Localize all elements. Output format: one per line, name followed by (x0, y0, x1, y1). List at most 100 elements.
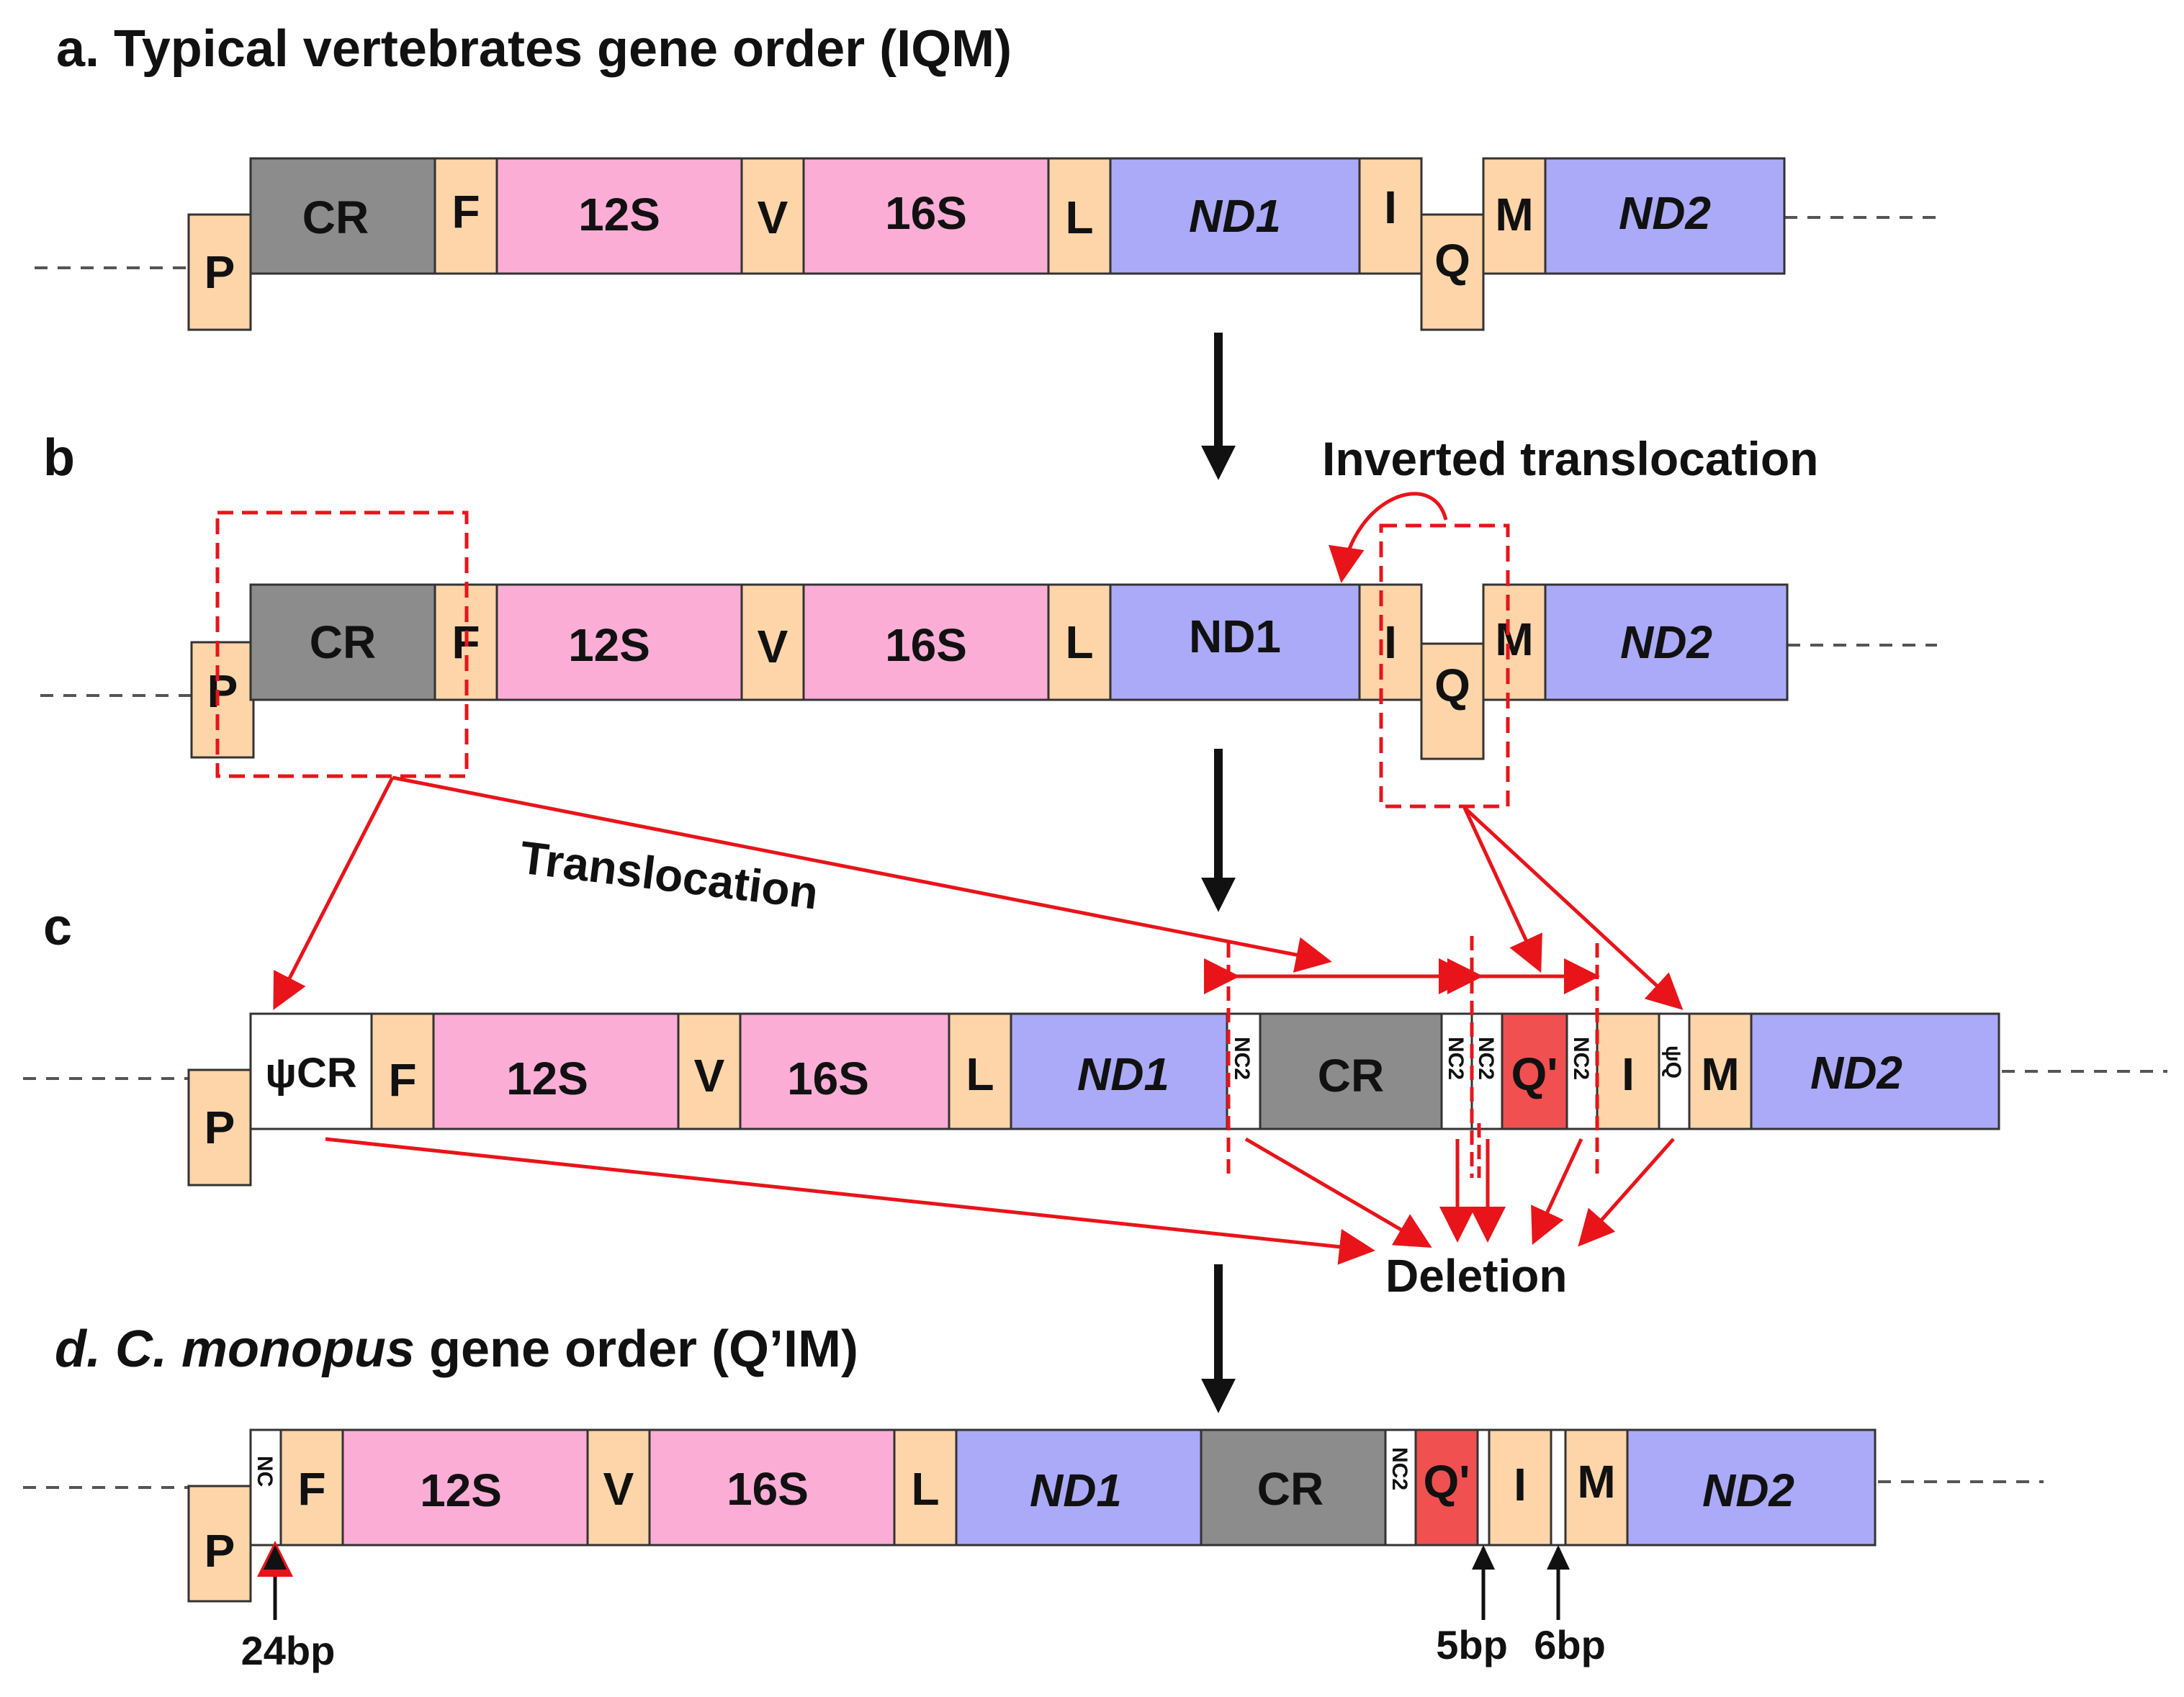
gene-label: F (451, 186, 480, 238)
deletion-arrow (325, 1137, 1375, 1265)
gene-label: P (207, 665, 238, 717)
gene-label-vertical: NC2 (1230, 1037, 1254, 1080)
gene-16S (739, 1012, 951, 1130)
gene-label-vertical: ψQ (1661, 1045, 1685, 1079)
gene-label: ND2 (1702, 1464, 1794, 1516)
gene-16S (802, 583, 1050, 701)
gene-L (948, 1012, 1012, 1130)
gene-label: Q (1434, 660, 1470, 711)
gene-label: L (911, 1463, 939, 1515)
gap-5bp (1476, 1428, 1491, 1547)
gene-L (1047, 583, 1112, 701)
gene-label: ND1 (1030, 1464, 1122, 1516)
panel-d-title: d. C. monopus gene order (Q’IM) (55, 1320, 858, 1378)
gene-label: I (1384, 616, 1397, 668)
deletion-arrow (1531, 1138, 1583, 1246)
gene-label: I (1384, 181, 1397, 233)
gene-label: M (1701, 1048, 1739, 1100)
gene-I (1596, 1012, 1661, 1130)
arrow-head (264, 1545, 287, 1570)
gene-label: 16S (727, 1463, 809, 1515)
gene-label: 16S (885, 619, 967, 671)
gene-label-vertical: NC (253, 1456, 277, 1487)
gene-label: 12S (578, 189, 660, 240)
gene-CR (1259, 1012, 1443, 1130)
gene-ND2 (1626, 1428, 1877, 1547)
gene-I (1488, 1428, 1552, 1547)
gene-label: L (1065, 192, 1093, 243)
gene-label: CR (1318, 1050, 1384, 1102)
gene-label: 16S (787, 1053, 869, 1104)
translocation-label: Translocation (517, 831, 821, 919)
gene-label: P (205, 1102, 235, 1153)
gene-V (586, 1428, 651, 1547)
gap-6bp (1550, 1428, 1567, 1547)
gene-label: CR (302, 192, 369, 243)
deletion-arrow (1244, 1137, 1432, 1248)
gene-NC2 (1226, 1012, 1262, 1130)
gene-label: Q' (1424, 1456, 1470, 1508)
gene-NC2 (1384, 1428, 1417, 1547)
gene-V (740, 583, 805, 701)
translocation-arrow (392, 775, 1332, 973)
gene-label: ND1 (1189, 190, 1281, 242)
gene-P (190, 641, 255, 759)
gene-12S (495, 583, 743, 701)
gene-12S (432, 1012, 680, 1130)
arrow-head (1547, 1545, 1570, 1570)
gene-label: ND1 (1189, 611, 1281, 662)
gene-ND1 (1109, 583, 1361, 701)
gene-ND2 (1750, 1012, 2000, 1130)
gene-ND2 (1544, 157, 1786, 275)
gene-I (1358, 157, 1423, 275)
gene-label-vertical: NC2 (1474, 1037, 1498, 1080)
panel-b-title: b (43, 429, 75, 487)
bp-label-5: 5bp (1436, 1622, 1508, 1667)
gene-label-vertical: NC2 (1569, 1037, 1593, 1080)
gene-label: P (205, 246, 235, 298)
gene-label: ND2 (1620, 616, 1712, 668)
translocation-arrow (273, 776, 395, 1010)
gene-Q (1420, 642, 1485, 760)
panel-a-title: a. Typical vertebrates gene order (IQM) (56, 20, 1012, 78)
gene-NC2 (1565, 1012, 1599, 1130)
gene-label: M (1495, 613, 1533, 665)
bp-label-6: 6bp (1534, 1622, 1606, 1667)
gene-I (1358, 583, 1423, 701)
gene-P (187, 1485, 252, 1603)
inverted-translocation-label: Inverted translocation (1322, 432, 1819, 485)
gene-12S (341, 1428, 589, 1547)
gene-label: M (1495, 189, 1533, 240)
gene-F (370, 1012, 435, 1130)
gene-label-vertical: NC2 (1388, 1447, 1411, 1490)
gene-L (893, 1428, 958, 1547)
panel-d: d. C. monopus gene order (Q’IM) P F 12S (23, 1320, 2044, 1673)
inverted-arrow (1462, 806, 1542, 973)
bp-label-24: 24bp (241, 1628, 336, 1673)
gene-label: 12S (506, 1053, 588, 1104)
gene-label: ND2 (1810, 1047, 1902, 1099)
panel-c: c Translocation P ψCR F (23, 775, 2167, 1302)
translocation-selection-box (215, 510, 469, 778)
panel-d-title-rest: gene order (Q’IM) (415, 1320, 858, 1378)
deletion-arrow (1578, 1138, 1675, 1247)
arrow-head (1472, 1545, 1495, 1570)
panel-c-title: c (43, 899, 72, 956)
gene-ND1 (1010, 1012, 1228, 1130)
gene-label: V (758, 192, 788, 243)
gene-CR (249, 157, 436, 275)
panel-b: b Inverted translocation P CR F 12S V 16… (40, 429, 1937, 809)
gene-label: CR (310, 616, 376, 668)
gene-label: ψCR (265, 1050, 356, 1097)
gene-label: ND2 (1619, 187, 1711, 239)
gene-label: CR (1257, 1463, 1324, 1515)
gene-label: V (603, 1463, 634, 1515)
gene-P (187, 213, 252, 331)
gene-label: F (297, 1463, 325, 1515)
gene-label: 16S (885, 187, 967, 239)
gene-12S (495, 157, 743, 275)
gene-Q (1420, 213, 1485, 331)
panel-a: a. Typical vertebrates gene order (IQM) … (35, 20, 1943, 331)
gene-label: I (1514, 1459, 1527, 1511)
